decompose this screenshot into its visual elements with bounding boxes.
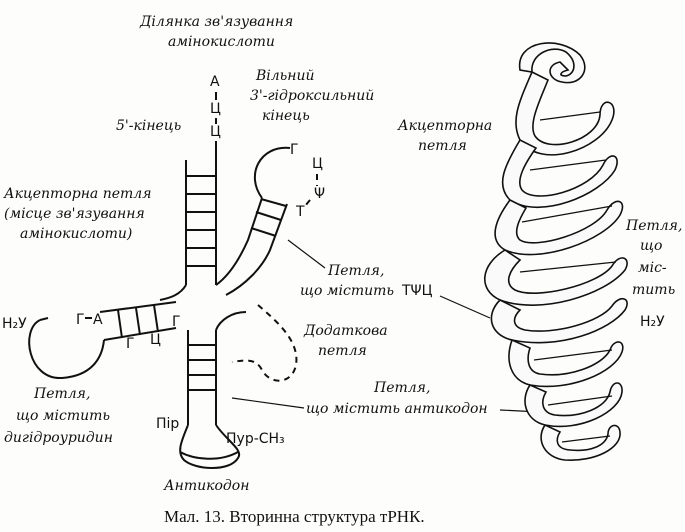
nt-c-3end-1: Ц [210, 101, 221, 117]
amino-site-line2: амінокислоти [168, 34, 275, 50]
dhu-loop-line3: дигідроуридин [4, 430, 113, 446]
extra-loop-line1: Додаткова [303, 323, 388, 339]
nt-g-dloop2: Г [126, 336, 135, 352]
loop3d-line2: що [640, 238, 662, 254]
acceptor3d-line2: петля [418, 138, 467, 154]
free3-line2: 3'-гідроксильний [250, 88, 374, 104]
loop3d-line1: Петля, [625, 218, 682, 234]
anticodon-loop-line1: Петля, [373, 380, 430, 396]
nt-c-3end-2: Ц [210, 124, 221, 140]
nt-h2u-dloop: H₂У [2, 316, 27, 332]
tpsic-line1: Петля, [327, 263, 384, 279]
d-loop [28, 319, 105, 380]
acceptor-loop-line2: (місце зв'язування [4, 206, 145, 222]
nt-g-dloop3: Г [172, 314, 181, 330]
loop3d-line4: тить [632, 282, 675, 298]
d-stem [99, 301, 177, 341]
tpsic-stem [215, 197, 288, 296]
acceptor3d-line1: Акцепторна [397, 118, 492, 134]
acceptor-loop-line3: амінокислоти) [20, 226, 132, 242]
anticodon-loop [179, 424, 241, 469]
h2u-right: H₂У [640, 314, 665, 330]
dhu-loop-line1: Петля, [33, 386, 90, 402]
loop3d-line3: міс- [638, 260, 667, 276]
junction-left [159, 284, 187, 301]
dhu-loop-line2: що містить [16, 408, 110, 424]
nt-t-tloop: Т [295, 204, 305, 220]
tpsic-line2: що містить [300, 283, 394, 299]
leader-anticodon [231, 397, 305, 409]
tpsic-symbol: ТΨЦ [401, 283, 433, 299]
nt-psi-tloop: Ψ [314, 186, 325, 202]
five-end-label: 5'-кінець [116, 118, 181, 134]
amino-site-line1: Ділянка зв'язування [139, 14, 293, 30]
extra-loop-line2: петля [318, 343, 367, 359]
figure-caption: Мал. 13. Вторинна структура тРНК. [164, 507, 425, 526]
pur-ch3-label: Пур-CH₃ [226, 431, 285, 447]
t-loop [253, 146, 291, 199]
nt-c-tloop: Ц [312, 156, 323, 172]
free3-line1: Вільний [255, 68, 315, 84]
anticodon-label: Антикодон [163, 478, 249, 494]
anticodon-loop-line2: що містить антикодон [306, 401, 488, 417]
nt-a-dloop: А [93, 312, 103, 328]
nt-a-3end: А [210, 74, 220, 90]
trna-3d-ribbon [484, 42, 628, 461]
pir-label: Пір [156, 416, 179, 432]
leader-tpsic [287, 239, 326, 269]
anticodon-stem [187, 330, 217, 425]
extra-loop [231, 304, 298, 382]
acceptor-stem [185, 160, 217, 285]
free3-line3: кінець [262, 108, 310, 124]
nt-g-tloop: Г [290, 142, 299, 158]
leader-tpsic-3d [439, 295, 491, 319]
nt-c-dloop: Ц [150, 332, 161, 348]
nt-g-dloop1: Г [76, 312, 85, 328]
acceptor-loop-line1: Акцепторна петля [3, 186, 151, 202]
